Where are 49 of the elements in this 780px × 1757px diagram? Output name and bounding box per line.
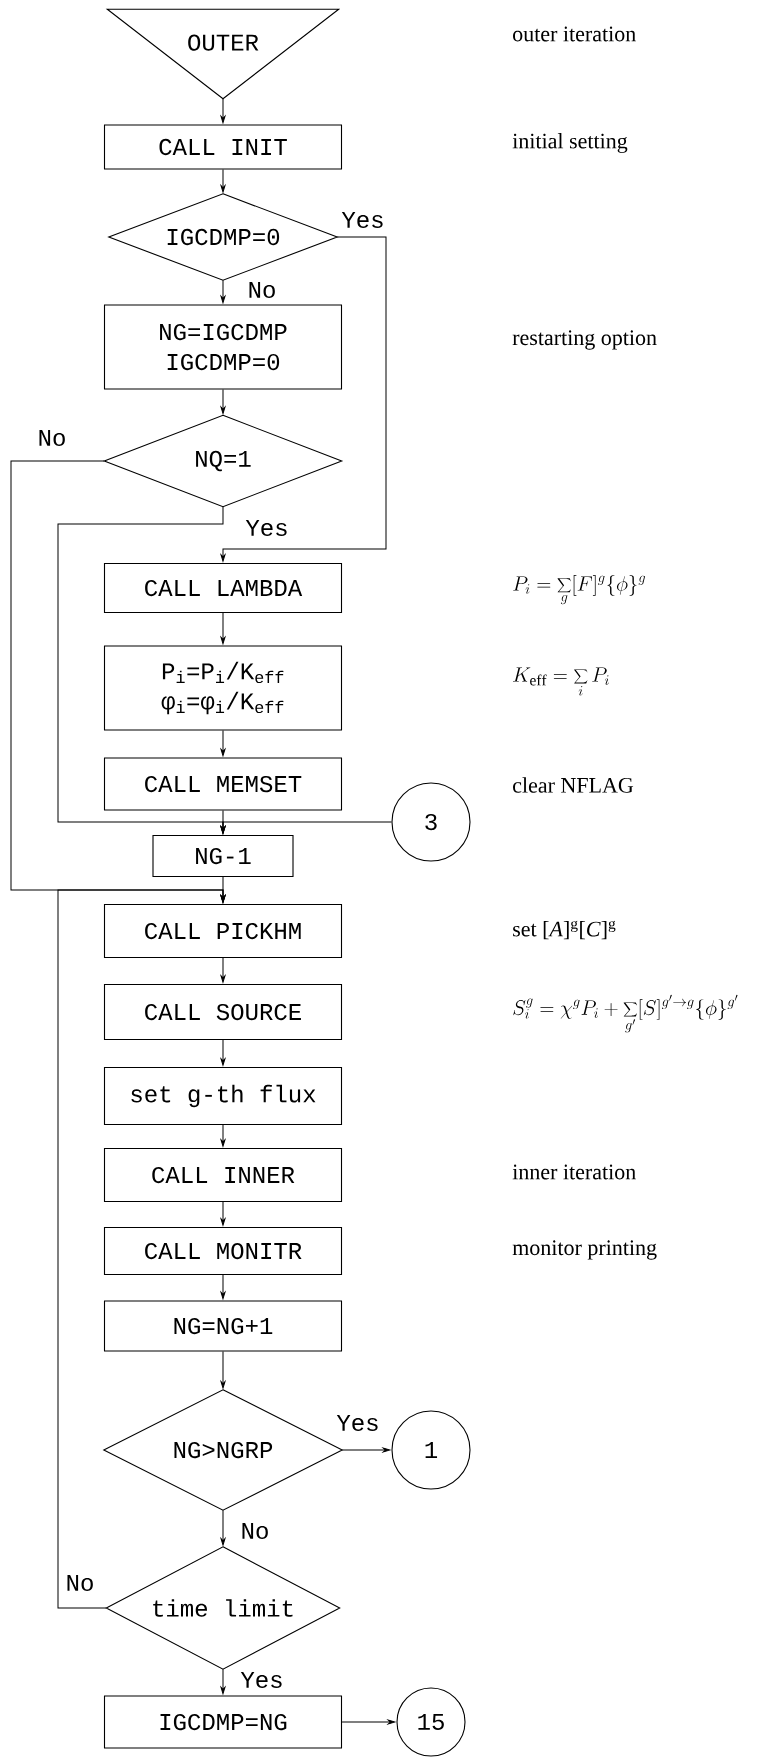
edge-label: No [36, 429, 68, 448]
process-box: NG-1 [152, 834, 294, 878]
annotation: monitor printing [512, 1240, 657, 1260]
annotation: inner iteration [512, 1164, 636, 1180]
arrow [220, 236, 387, 562]
arrow [220, 1124, 226, 1147]
arrow [220, 821, 392, 834]
arrow [220, 1509, 226, 1546]
arrow [220, 957, 226, 983]
arrow [341, 1447, 391, 1453]
annotation: clear NFLAG [513, 777, 634, 793]
arrow [220, 98, 226, 124]
process-box: CALL PICKHM [103, 903, 343, 959]
edge-label: Yes [340, 211, 386, 230]
process-box: CALL LAMBDA [103, 562, 343, 614]
arrow [220, 389, 226, 415]
arrow [220, 1274, 226, 1300]
process-box: P$_{i}$=P$_{i}$/K$_{eff}$ φ$_{i}$=φ$_{i}$/K$_{eff}$ [103, 645, 343, 731]
arrow [220, 1668, 226, 1695]
annotation: restarting option [512, 330, 657, 350]
process-box: CALL MEMSET [103, 757, 343, 811]
arrow [57, 889, 226, 1609]
process-box: set g-th flux [103, 1066, 343, 1126]
edge-label: Yes [244, 519, 290, 538]
process-box: CALL MONITR [103, 1226, 343, 1276]
process-box: CALL INIT [103, 124, 343, 170]
formula: $P_{i}=\sum\limits_{g}[F]^{g}\{\phi\}^{g}$ [513, 575, 646, 605]
formula: $K_{\mathrm{eff}}=\sum\limits_{i}P_{i}$ [513, 667, 609, 696]
edge-label: No [239, 1522, 271, 1541]
arrow [341, 1719, 396, 1725]
process-box: CALL SOURCE [103, 983, 343, 1041]
annotation: initial setting [512, 133, 628, 153]
formula: $S_{i}^{g}=\chi^{g}P_{i}+\sum\limits_{g'}[S]^{g'\to g}\{\phi\}^{g'}$ [513, 994, 738, 1033]
arrow [220, 279, 226, 304]
edge-label: Yes [239, 1671, 285, 1690]
arrow [220, 730, 226, 757]
annotation: set [A]$^{g}$[C]$^{g}$ [513, 920, 616, 940]
arrow [220, 1039, 226, 1066]
edge-label: No [64, 1574, 96, 1593]
arrow [220, 1201, 226, 1226]
annotation: outer iteration [513, 26, 636, 42]
arrow [220, 169, 226, 193]
arrow [220, 1351, 226, 1389]
process-box: IGCDMP=NG [103, 1695, 343, 1749]
process-box: NG=NG+1 [103, 1300, 343, 1352]
edge-label: No [246, 281, 278, 300]
process-box: CALL INNER [103, 1147, 343, 1203]
process-box: NG=IGCDMP IGCDMP=0 [103, 304, 343, 390]
arrow [220, 612, 226, 645]
